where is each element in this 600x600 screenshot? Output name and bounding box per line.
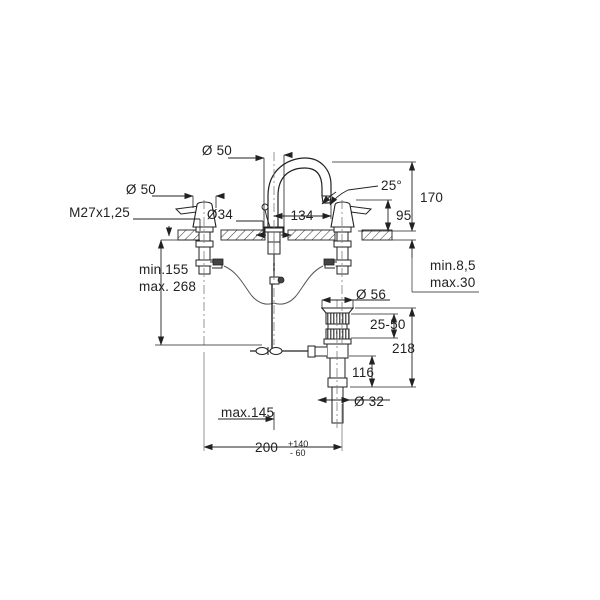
- centre-lines: [203, 152, 343, 430]
- label-dia-left-handle: Ø 50: [126, 182, 156, 197]
- label-lift-rod-max: max.145: [221, 405, 274, 420]
- dimension-lines: [133, 151, 416, 451]
- label-tail-min: min.155: [139, 262, 188, 277]
- countertop-section: [177, 229, 393, 241]
- label-height-handle: 95: [396, 208, 411, 223]
- label-base-dim-tol-minus: - 60: [290, 448, 306, 458]
- left-valve-assembly: [174, 201, 275, 305]
- dimension-labels: Ø 50 Ø 50 M27x1,25 Ø34 134 25° 170 95 mi…: [69, 143, 476, 458]
- label-base-dim-tol-plus: +140: [288, 439, 308, 449]
- label-dia-spout-base: Ø 50: [202, 143, 232, 158]
- label-dia-drain-tail: Ø 32: [354, 394, 384, 409]
- label-deck-thickness-max: max.30: [430, 275, 475, 290]
- label-spout-angle: 25°: [381, 178, 402, 193]
- label-thread-spec: M27x1,25: [69, 205, 130, 220]
- pop-up-waste-assembly: [307, 307, 355, 424]
- deck-thickness-callout-box: [411, 258, 479, 293]
- label-drain-height-lower: 116: [352, 365, 374, 380]
- label-height-total: 170: [420, 190, 443, 205]
- label-tail-max: max. 268: [139, 279, 196, 294]
- label-drain-adjust-range: 25-50: [370, 317, 406, 332]
- label-spout-reach: 134: [290, 208, 313, 223]
- right-valve-assembly: [273, 201, 373, 305]
- label-base-dim-value: 200: [255, 440, 278, 455]
- label-dia-pop-up-flange: Ø 56: [356, 287, 386, 302]
- label-drain-height-total: 218: [392, 341, 415, 356]
- label-deck-thickness-min: min.8,5: [430, 258, 476, 273]
- label-dia-center-hole: Ø34: [207, 207, 233, 222]
